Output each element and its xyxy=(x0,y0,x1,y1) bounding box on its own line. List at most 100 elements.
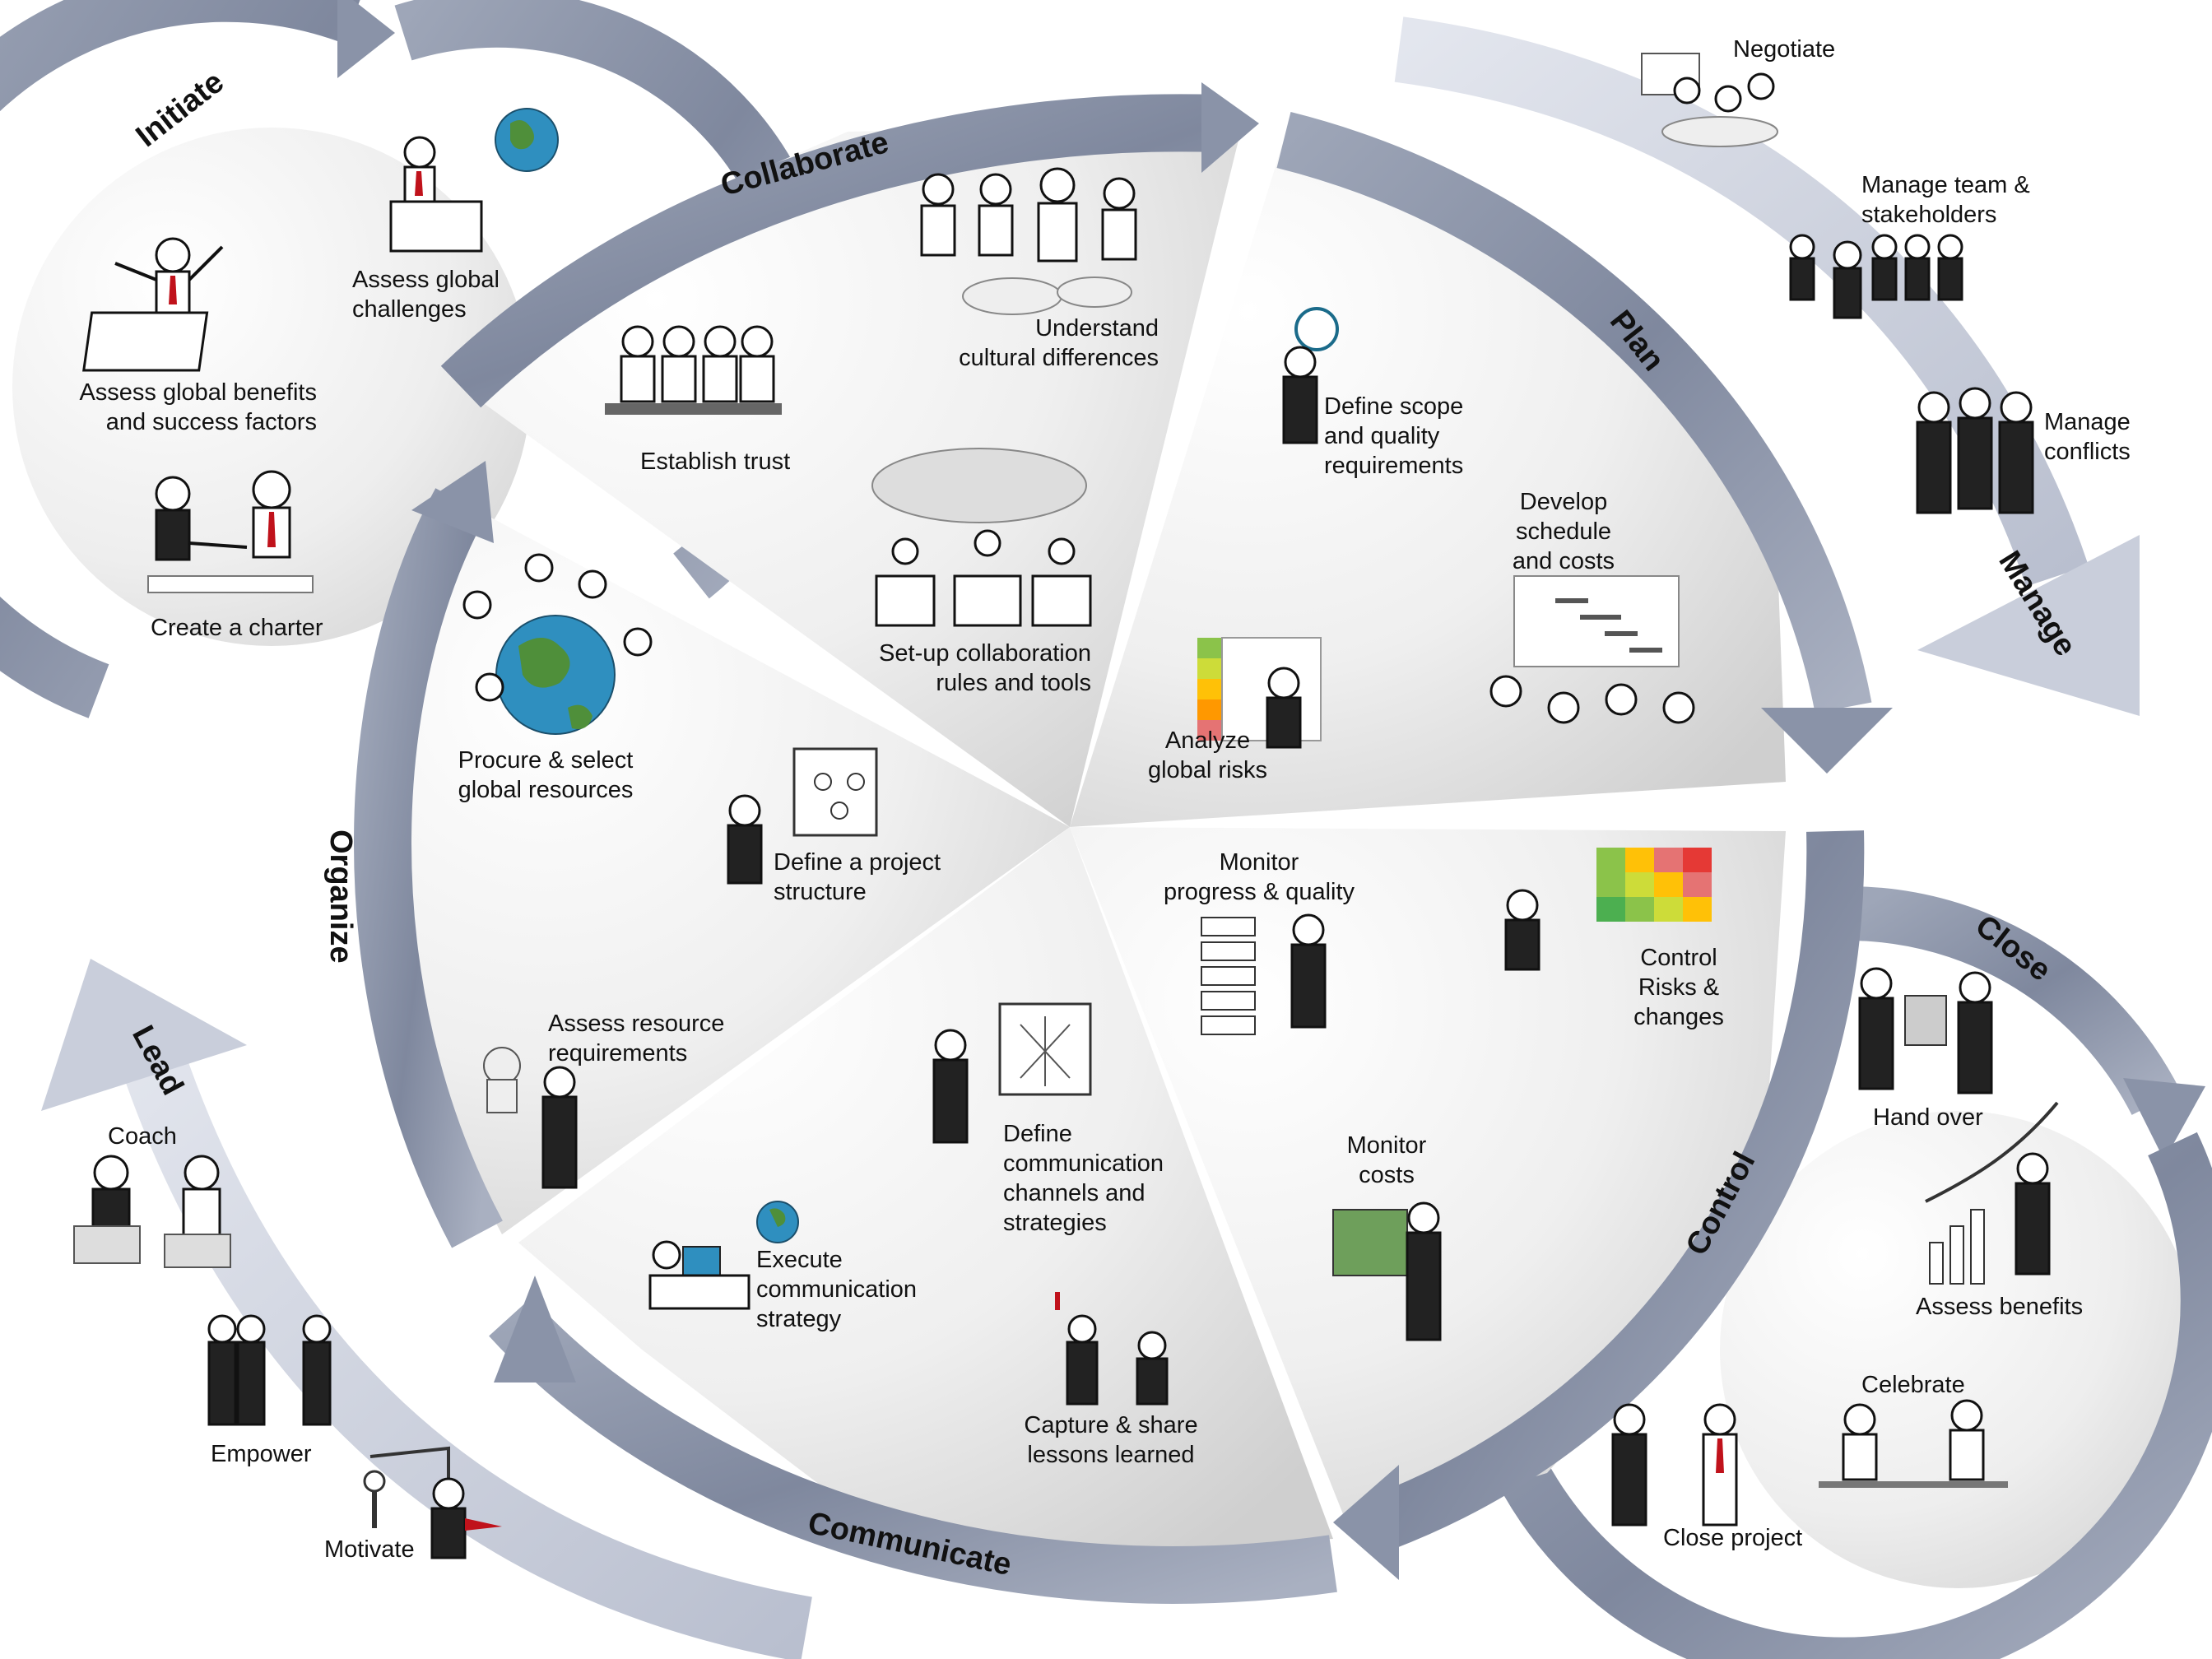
monitor-progress-line-1: Monitor xyxy=(1219,849,1299,876)
resource-requirements-line-2: requirements xyxy=(548,1040,688,1066)
control-risks-line-2: Risks & xyxy=(1638,974,1720,1001)
collaboration-rules-line-1: Set-up collaboration xyxy=(879,640,1091,667)
analyze-risks-line-1: Analyze xyxy=(1164,727,1251,754)
close-project-label: Close project xyxy=(1663,1525,1803,1551)
procure-resources-line-1: Procure & select xyxy=(458,747,634,774)
control-risks-illustration xyxy=(1504,848,1712,971)
manage-conflicts-illustration xyxy=(1916,387,2034,514)
execute-strategy-illustration xyxy=(648,1201,799,1310)
monitor-costs-line-1: Monitor xyxy=(1346,1132,1427,1159)
hand-over-label: Hand over xyxy=(1873,1104,1983,1131)
manage-team-line-2: stakeholders xyxy=(1861,202,1997,228)
phase-organize-label: Organize xyxy=(323,830,358,964)
define-channels-line-3: channels and xyxy=(1003,1180,1146,1206)
manage-conflicts-label: Manage conflicts xyxy=(2044,407,2131,467)
collaboration-rules-line-2: rules and tools xyxy=(936,670,1091,696)
establish-trust-label: Establish trust xyxy=(640,448,791,475)
control-risks-line-1: Control xyxy=(1640,945,1717,971)
motivate-label: Motivate xyxy=(324,1536,415,1563)
develop-schedule-line-2: schedule xyxy=(1515,518,1612,545)
monitor-costs-label: Monitor costs xyxy=(1325,1131,1448,1190)
define-channels-line-2: communication xyxy=(1003,1150,1164,1177)
communicate-sector xyxy=(518,827,1333,1555)
procure-resources-label: Procure & select global resources xyxy=(448,746,643,805)
execute-strategy-line-3: strategy xyxy=(756,1306,842,1332)
project-structure-illustration xyxy=(727,747,878,885)
execute-strategy-line-2: communication xyxy=(756,1276,918,1303)
inner-rings xyxy=(354,82,1893,1604)
establish-trust-illustration xyxy=(605,325,782,415)
celebrate-illustration xyxy=(1819,1399,2008,1488)
define-scope-label: Define scope and quality requirements xyxy=(1324,392,1463,481)
develop-schedule-line-1: Develop xyxy=(1519,489,1608,515)
resource-requirements-illustration xyxy=(483,1047,578,1189)
assess-benefits-illustration xyxy=(82,237,224,372)
monitor-costs-line-2: costs xyxy=(1359,1162,1415,1188)
assess-benefits-close-label: Assess benefits xyxy=(1916,1294,2084,1320)
create-charter-illustration xyxy=(147,470,314,593)
collaboration-rules-illustration xyxy=(871,448,1092,627)
close-project-illustration xyxy=(1611,1403,1738,1527)
empower-label: Empower xyxy=(211,1441,312,1467)
understand-cultural-line-2: cultural differences xyxy=(959,345,1159,371)
execute-strategy-line-1: Execute xyxy=(756,1247,843,1273)
celebrate-label: Celebrate xyxy=(1861,1372,1965,1398)
assess-benefits-close-illustration xyxy=(1925,1101,2059,1285)
manage-team-illustration xyxy=(1789,234,1963,319)
define-scope-line-1: Define scope xyxy=(1324,393,1464,420)
control-risks-label: Control Risks & changes xyxy=(1617,943,1740,1032)
procure-resources-illustration xyxy=(462,553,653,735)
procure-resources-line-2: global resources xyxy=(458,777,634,803)
define-scope-illustration xyxy=(1282,307,1339,444)
assess-global-benefits-line-1: Assess global benefits xyxy=(79,379,317,406)
manage-team-line-1: Manage team & xyxy=(1861,172,2030,198)
monitor-progress-illustration xyxy=(1201,913,1327,1035)
assess-global-benefits-label: Assess global benefits and success facto… xyxy=(49,378,317,437)
analyze-risks-illustration xyxy=(1197,637,1322,749)
motivate-illustration xyxy=(363,1446,502,1559)
manage-conflicts-line-1: Manage xyxy=(2044,409,2131,435)
close-circle xyxy=(1489,886,2212,1659)
capture-lessons-line-2: lessons learned xyxy=(1027,1442,1195,1468)
develop-schedule-illustration xyxy=(1489,575,1695,724)
define-scope-line-2: and quality xyxy=(1324,423,1440,449)
develop-schedule-line-3: and costs xyxy=(1512,548,1615,574)
close-arrowhead xyxy=(2123,1078,2205,1160)
define-channels-line-1: Define xyxy=(1003,1121,1072,1147)
analyze-risks-line-2: global risks xyxy=(1147,757,1268,783)
coach-illustration xyxy=(73,1155,231,1268)
execute-strategy-label: Execute communication strategy xyxy=(756,1245,917,1334)
develop-schedule-label: Develop schedule and costs xyxy=(1498,487,1629,576)
negotiate-illustration xyxy=(1641,53,1778,147)
assess-global-benefits-line-2: and success factors xyxy=(105,409,317,435)
define-channels-label: Define communication channels and strate… xyxy=(1003,1119,1164,1238)
monitor-progress-label: Monitor progress & quality xyxy=(1156,848,1362,907)
create-charter-label: Create a charter xyxy=(151,615,323,641)
assess-global-challenges-label: Assess global challenges xyxy=(352,265,500,324)
assess-challenges-illustration xyxy=(389,108,559,253)
manage-team-label: Manage team & stakeholders xyxy=(1861,170,2030,230)
manage-conflicts-line-2: conflicts xyxy=(2044,439,2131,465)
define-scope-line-3: requirements xyxy=(1324,453,1464,479)
capture-lessons-illustration xyxy=(1055,1292,1169,1406)
define-channels-line-4: strategies xyxy=(1003,1210,1107,1236)
empower-illustration xyxy=(207,1314,332,1426)
hand-over-illustration xyxy=(1858,967,1993,1094)
project-structure-line-2: structure xyxy=(774,879,867,905)
understand-cultural-line-1: Understand xyxy=(1035,315,1159,342)
monitor-progress-line-2: progress & quality xyxy=(1163,879,1355,905)
assess-global-challenges-line-2: challenges xyxy=(352,296,467,323)
capture-lessons-line-1: Capture & share xyxy=(1024,1412,1198,1438)
project-structure-line-1: Define a project xyxy=(774,849,941,876)
resource-requirements-line-1: Assess resource xyxy=(548,1011,725,1037)
initiate-arrowhead xyxy=(337,0,395,78)
negotiate-label: Negotiate xyxy=(1733,36,1836,63)
define-channels-illustration xyxy=(932,1002,1092,1144)
assess-global-challenges-line-1: Assess global xyxy=(352,267,500,293)
coach-label: Coach xyxy=(108,1123,177,1150)
understand-cultural-label: Understand cultural differences xyxy=(913,314,1159,373)
monitor-costs-illustration xyxy=(1332,1201,1442,1341)
cultural-differences-illustration xyxy=(920,167,1137,315)
